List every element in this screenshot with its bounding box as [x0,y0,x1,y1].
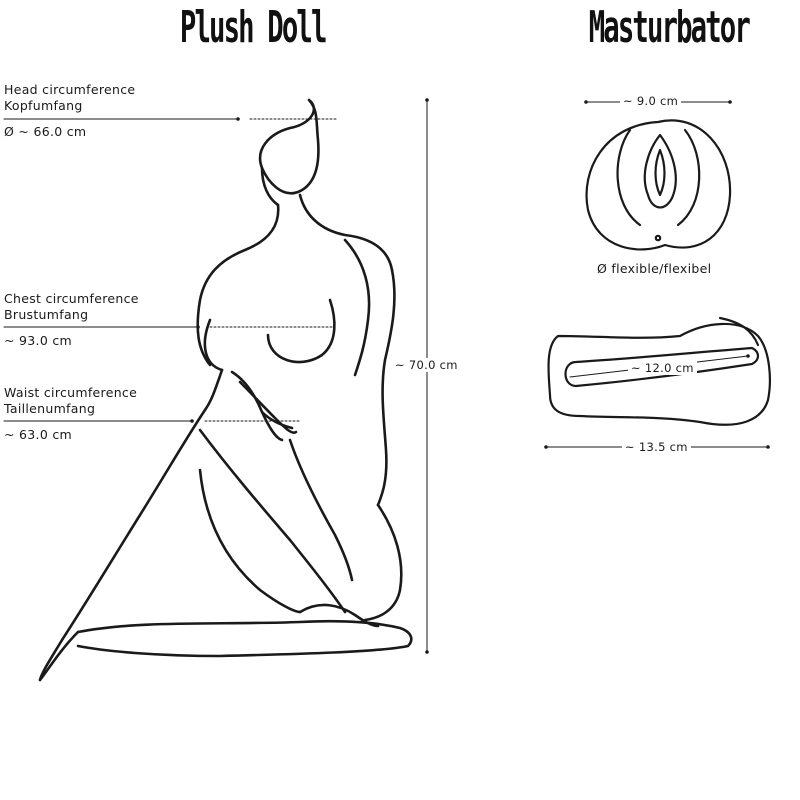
height-value: ~ 70.0 cm [392,358,461,372]
length-value: ~ 13.5 cm [622,440,691,454]
chest-label-en: Chest circumference [4,291,139,306]
head-label-de: Kopfumfang [4,98,83,113]
plush-doll-title: Plush Doll [179,2,328,53]
waist-label-de: Taillenumfang [4,401,96,416]
chest-label-de: Brustumfang [4,307,89,322]
doll-figure [38,98,413,682]
masturbator-title: Masturbator [588,2,751,53]
inner-length-value: ~ 12.0 cm [628,361,697,375]
flex-label: Ø flexible/flexibel [597,261,712,276]
head-value: Ø ~ 66.0 cm [4,124,87,139]
head-label-en: Head circumference [4,82,136,97]
waist-label-en: Waist circumference [4,385,138,400]
width-value: ~ 9.0 cm [620,94,682,108]
waist-value: ~ 63.0 cm [4,427,73,442]
masturbator-side-view [547,316,771,426]
masturbator-front-view [585,119,732,251]
doll-measure-lines [3,99,428,653]
doll-measure-dots [190,98,429,654]
chest-value: ~ 93.0 cm [4,333,73,348]
